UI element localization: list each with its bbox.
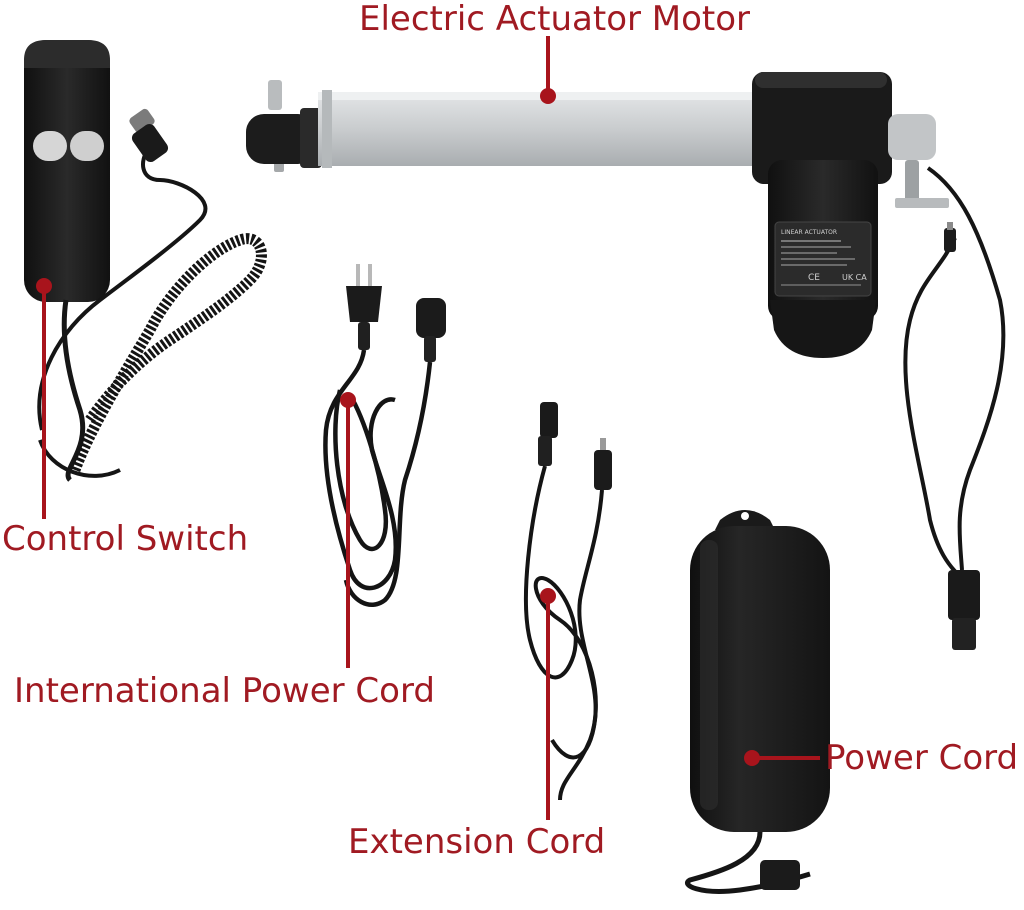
callout-control-switch <box>36 278 52 519</box>
extension-cord <box>523 402 612 801</box>
actuator-model-text: LINEAR ACTUATOR <box>781 229 837 236</box>
power-supply-unit <box>690 510 830 832</box>
ce-mark: CE <box>808 273 820 283</box>
control-switch-label: Control Switch <box>2 519 249 559</box>
control-down-button <box>70 131 104 161</box>
control-up-button <box>33 131 67 161</box>
international-power-cord-label: International Power Cord <box>14 671 435 711</box>
control-switch-coiled-cord <box>37 108 267 478</box>
power-supply-cable <box>685 831 811 894</box>
callout-power-cord <box>744 750 820 766</box>
international-power-cord <box>323 264 446 607</box>
extension-cord-label: Extension Cord <box>348 822 606 862</box>
callout-actuator <box>540 36 556 104</box>
actuator-motor-cable <box>903 166 1006 650</box>
ukca-mark: UK CA <box>842 273 867 282</box>
power-cord-label: Power Cord <box>825 738 1019 778</box>
callout-extension-cord <box>540 588 556 820</box>
callout-international-power-cord <box>340 392 356 668</box>
actuator-label-lines <box>781 240 861 286</box>
actuator-motor-label: Electric Actuator Motor <box>359 0 751 39</box>
electric-actuator-motor <box>246 72 949 358</box>
control-switch-handset <box>24 40 110 482</box>
